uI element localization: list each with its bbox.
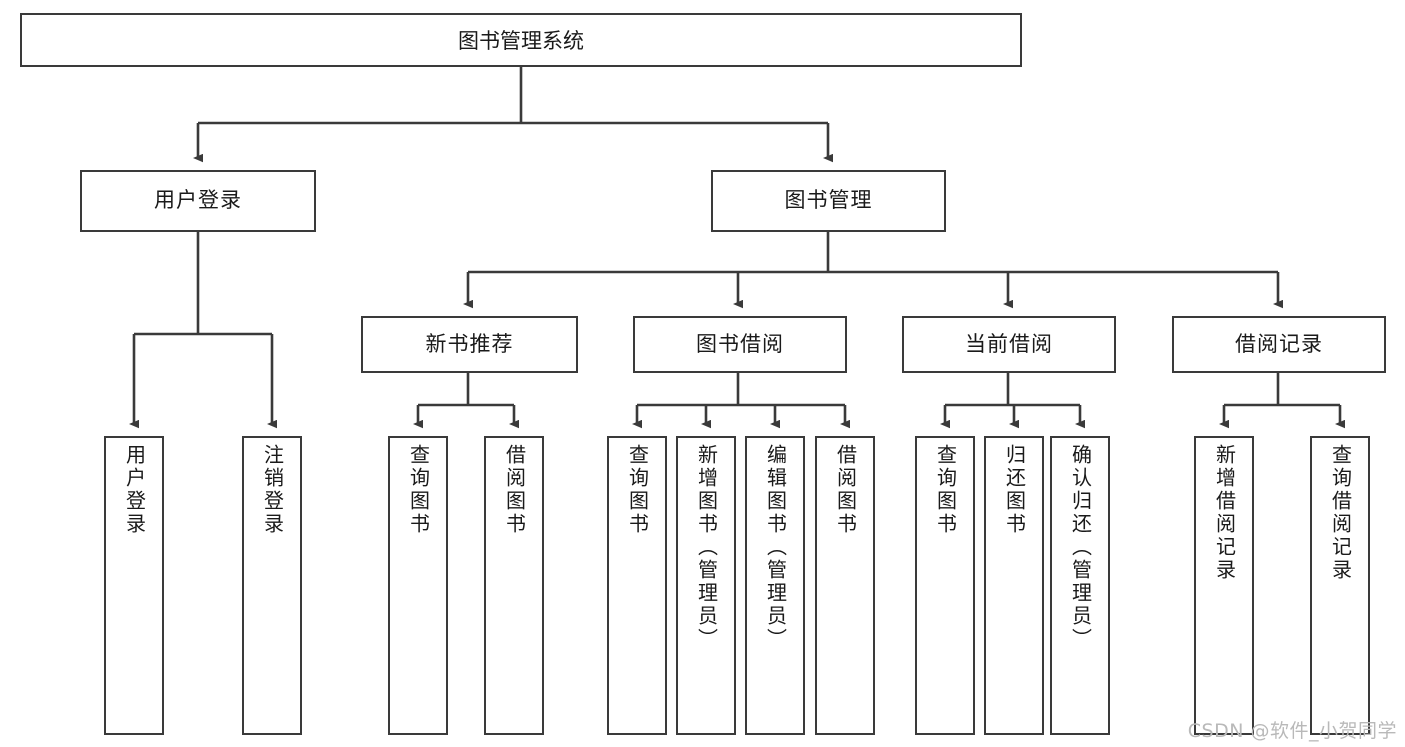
leaf-records-0-label: 新增借阅记录 (1212, 444, 1237, 582)
node-borrow-records-label: 借阅记录 (1235, 331, 1323, 356)
leaf-borrow-1[interactable]: 新增图书（管理员） (676, 436, 736, 735)
leaf-borrow-2[interactable]: 编辑图书（管理员） (745, 436, 805, 735)
node-current-borrow-label: 当前借阅 (965, 331, 1053, 356)
leaf-current-2-label: 确认归还（管理员） (1068, 444, 1093, 651)
node-user-login-label: 用户登录 (154, 188, 242, 213)
leaf-new-book-1-label: 借阅图书 (502, 444, 527, 536)
leaf-user-login-1-label: 注销登录 (260, 444, 285, 536)
leaf-new-book-0-label: 查询图书 (406, 444, 431, 536)
leaf-records-1[interactable]: 查询借阅记录 (1310, 436, 1370, 735)
leaf-records-1-label: 查询借阅记录 (1328, 444, 1353, 582)
leaf-new-book-0[interactable]: 查询图书 (388, 436, 448, 735)
node-user-login[interactable]: 用户登录 (80, 170, 316, 232)
leaf-borrow-3[interactable]: 借阅图书 (815, 436, 875, 735)
leaf-borrow-3-label: 借阅图书 (833, 444, 858, 536)
node-book-management-label: 图书管理 (784, 188, 873, 213)
leaf-borrow-1-label: 新增图书（管理员） (694, 444, 719, 651)
leaf-user-login-0[interactable]: 用户登录 (104, 436, 164, 735)
leaf-borrow-0-label: 查询图书 (625, 444, 650, 536)
leaf-user-login-1[interactable]: 注销登录 (242, 436, 302, 735)
node-book-borrow[interactable]: 图书借阅 (633, 316, 847, 373)
leaf-new-book-1[interactable]: 借阅图书 (484, 436, 544, 735)
node-book-management[interactable]: 图书管理 (711, 170, 946, 232)
leaf-current-0[interactable]: 查询图书 (915, 436, 975, 735)
leaf-current-0-label: 查询图书 (933, 444, 958, 536)
leaf-current-1-label: 归还图书 (1002, 444, 1027, 536)
leaf-borrow-0[interactable]: 查询图书 (607, 436, 667, 735)
node-current-borrow[interactable]: 当前借阅 (902, 316, 1116, 373)
node-root[interactable]: 图书管理系统 (20, 13, 1022, 67)
node-root-label: 图书管理系统 (458, 29, 584, 53)
node-new-book-recommend[interactable]: 新书推荐 (361, 316, 578, 373)
node-borrow-records[interactable]: 借阅记录 (1172, 316, 1386, 373)
leaf-current-1[interactable]: 归还图书 (984, 436, 1044, 735)
leaf-current-2[interactable]: 确认归还（管理员） (1050, 436, 1110, 735)
node-new-book-recommend-label: 新书推荐 (425, 331, 514, 356)
watermark: CSDN @软件_小贺同学 (1187, 720, 1397, 742)
leaf-records-0[interactable]: 新增借阅记录 (1194, 436, 1254, 735)
node-book-borrow-label: 图书借阅 (696, 331, 784, 356)
leaf-user-login-0-label: 用户登录 (122, 444, 147, 536)
leaf-borrow-2-label: 编辑图书（管理员） (763, 444, 788, 651)
